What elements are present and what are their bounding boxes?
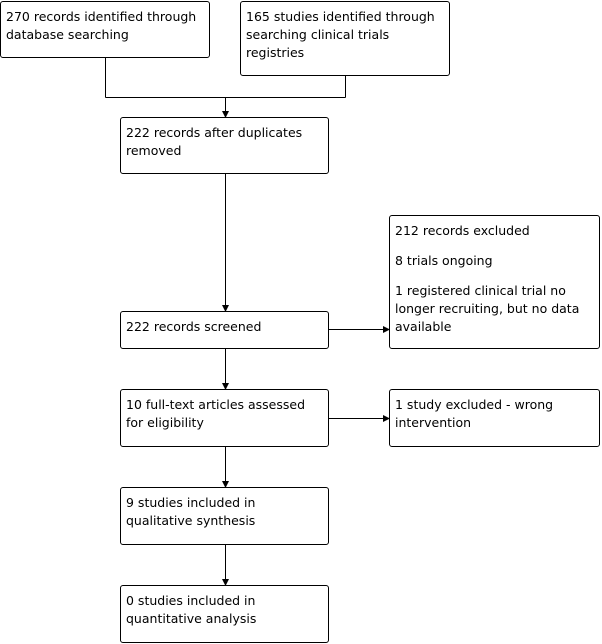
database-search-text: 270 records identified through database … — [6, 9, 197, 42]
full-text-box: 10 full-text articles assessed for eligi… — [120, 389, 329, 447]
screened-box: 222 records screened — [120, 311, 329, 349]
study-excluded-box: 1 study excluded - wrong intervention — [389, 389, 600, 447]
no-data-trial-line: 1 registered clinical trial no longer re… — [395, 283, 580, 334]
after-duplicates-text: 222 records after duplicates removed — [126, 125, 303, 158]
database-search-box: 270 records identified through database … — [0, 1, 210, 58]
trial-registries-text: 165 studies identified through searching… — [246, 9, 435, 60]
qualitative-text: 9 studies included in qualitative synthe… — [126, 495, 256, 528]
trial-registries-box: 165 studies identified through searching… — [240, 1, 450, 76]
after-duplicates-box: 222 records after duplicates removed — [120, 117, 329, 174]
full-text-text: 10 full-text articles assessed for eligi… — [126, 397, 306, 430]
records-excluded-box: 212 records excluded 8 trials ongoing 1 … — [389, 215, 600, 349]
records-excluded-line: 212 records excluded — [395, 223, 530, 238]
study-excluded-text: 1 study excluded - wrong intervention — [395, 397, 554, 430]
quantitative-text: 0 studies included in quantitative analy… — [126, 593, 257, 626]
quantitative-box: 0 studies included in quantitative analy… — [120, 585, 329, 643]
trials-ongoing-line: 8 trials ongoing — [395, 253, 493, 268]
qualitative-box: 9 studies included in qualitative synthe… — [120, 487, 329, 545]
screened-text: 222 records screened — [126, 319, 262, 334]
